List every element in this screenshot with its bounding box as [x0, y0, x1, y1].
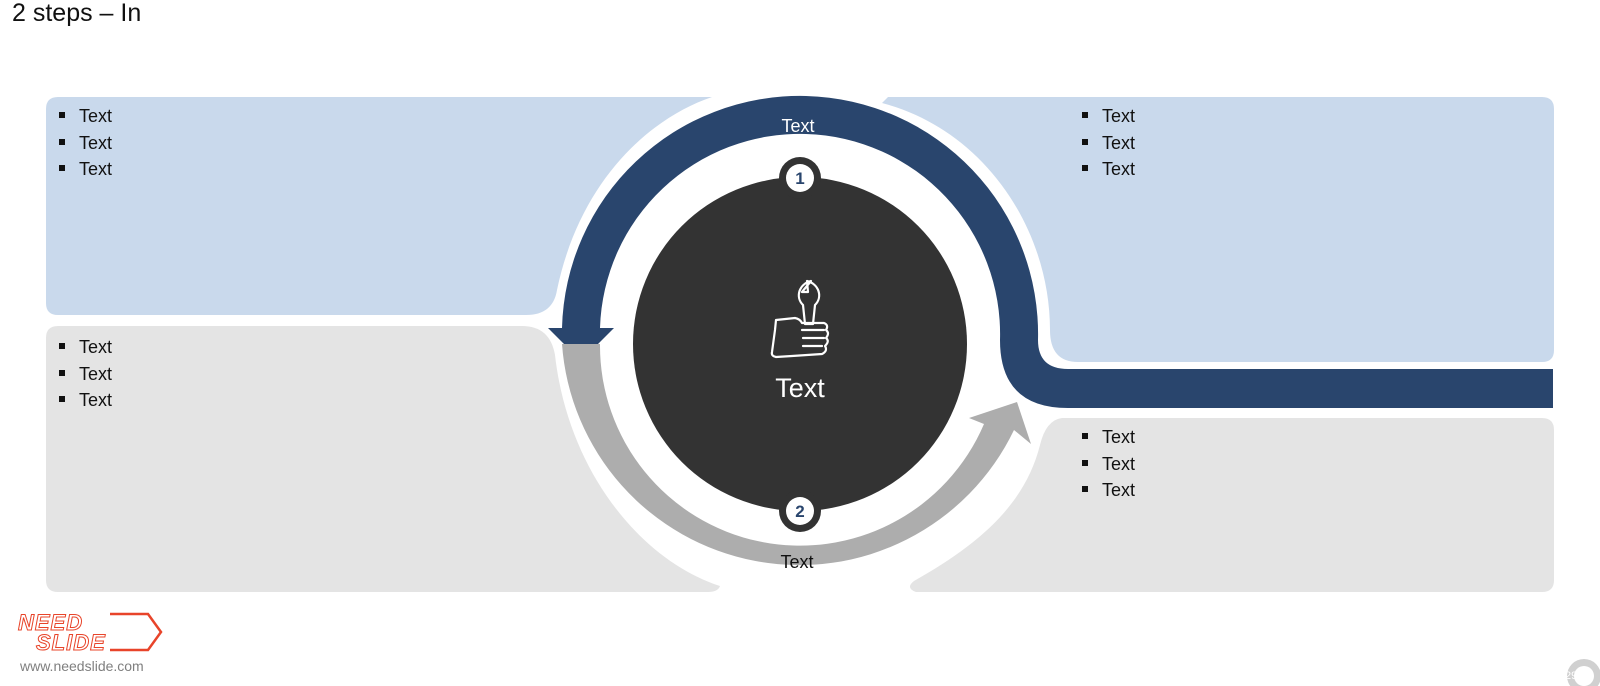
- top-left-bullets: Text Text Text: [59, 103, 112, 183]
- panel-bottom-right: [909, 418, 1554, 592]
- list-item: Text: [1082, 156, 1135, 183]
- page-number-gear-icon: [1567, 659, 1600, 686]
- panel-bottom-left: [46, 326, 720, 592]
- wrench-hand-icon: [770, 279, 830, 359]
- step-2-arrow-label: Text: [780, 552, 813, 572]
- step-1-arrow-label: Text: [781, 116, 814, 136]
- logo-text-slide: SLIDE: [36, 630, 106, 655]
- needslide-logo: NEED SLIDE: [18, 612, 163, 656]
- list-item: Text: [59, 361, 112, 388]
- logo-text-need: NEED: [18, 612, 83, 635]
- list-item: Text: [59, 387, 112, 414]
- center-label: Text: [775, 373, 825, 403]
- step-1-number: 1: [795, 169, 804, 188]
- list-item: Text: [1082, 477, 1135, 504]
- center-circle: [633, 177, 967, 511]
- list-item: Text: [1082, 451, 1135, 478]
- list-item: Text: [59, 156, 112, 183]
- panel-top-left: [46, 97, 712, 315]
- step-2-arrow: [562, 344, 1031, 566]
- site-url: www.needslide.com: [20, 658, 144, 674]
- slide-title: 2 steps – In: [12, 0, 142, 27]
- top-right-bullets: Text Text Text: [1082, 103, 1135, 183]
- step-1-badge: [786, 164, 814, 192]
- step-2-badge: [786, 497, 814, 525]
- list-item: Text: [59, 103, 112, 130]
- bottom-left-bullets: Text Text Text: [59, 334, 112, 414]
- list-item: Text: [59, 130, 112, 157]
- step-1-arrow: [548, 95, 1553, 409]
- list-item: Text: [1082, 103, 1135, 130]
- panel-top-right: [882, 97, 1554, 362]
- list-item: Text: [1082, 130, 1135, 157]
- list-item: Text: [59, 334, 112, 361]
- list-item: Text: [1082, 424, 1135, 451]
- bottom-right-bullets: Text Text Text: [1082, 424, 1135, 504]
- page-number: 29: [1565, 670, 1578, 682]
- step-2-number: 2: [795, 502, 804, 521]
